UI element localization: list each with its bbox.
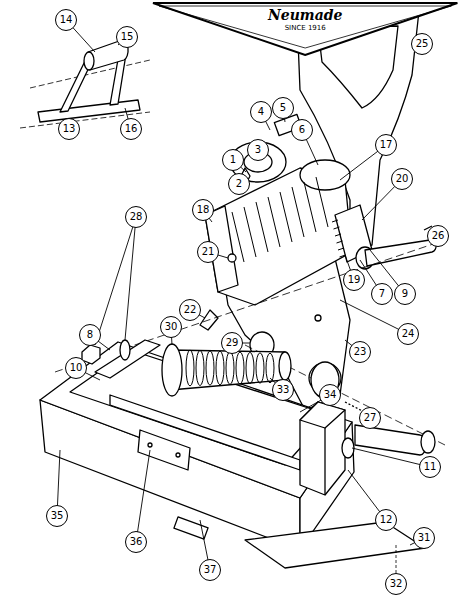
- callout-number: 18: [192, 199, 214, 221]
- cutter-head: [205, 114, 372, 305]
- inset-frame: [20, 40, 150, 128]
- callout-number: 20: [391, 168, 413, 190]
- callout-number: 2: [228, 173, 250, 195]
- right-block: [300, 362, 354, 495]
- callout-number: 36: [125, 531, 147, 553]
- shaft: [82, 340, 291, 396]
- callout-number: 31: [413, 527, 435, 549]
- pin: [345, 402, 435, 455]
- callout-number: 1: [222, 149, 244, 171]
- callout-number: 8: [79, 324, 101, 346]
- callout-number: 26: [427, 225, 449, 247]
- callout-number: 13: [58, 118, 80, 140]
- callout-number: 19: [343, 269, 365, 291]
- callout-number: 9: [394, 283, 416, 305]
- callout-number: 32: [385, 573, 407, 595]
- brand-name: Neumade: [152, 7, 458, 23]
- callout-number: 14: [55, 9, 77, 31]
- callout-number: 7: [371, 283, 393, 305]
- callout-number: 10: [65, 357, 87, 379]
- base: [40, 340, 354, 550]
- callout-number: 4: [250, 101, 272, 123]
- callout-number: 29: [221, 332, 243, 354]
- callout-number: 30: [160, 316, 182, 338]
- callout-number: 27: [359, 407, 381, 429]
- callout-number: 15: [116, 26, 138, 48]
- callout-number: 23: [349, 341, 371, 363]
- callout-number: 11: [419, 456, 441, 478]
- callout-number: 37: [199, 559, 221, 581]
- callout-number: 33: [272, 379, 294, 401]
- callout-number: 21: [197, 241, 219, 263]
- brand-tagline: SINCE 1916: [152, 24, 458, 32]
- callout-number: 22: [179, 299, 201, 321]
- callout-number: 34: [319, 384, 341, 406]
- callout-number: 3: [247, 139, 269, 161]
- callout-number: 5: [272, 97, 294, 119]
- callout-number: 28: [125, 206, 147, 228]
- callout-number: 12: [375, 509, 397, 531]
- callout-number: 25: [411, 33, 433, 55]
- callout-number: 35: [46, 505, 68, 527]
- callout-number: 16: [120, 118, 142, 140]
- callout-number: 17: [375, 134, 397, 156]
- leader-lines: [57, 20, 438, 584]
- callout-number: 6: [291, 119, 313, 141]
- callout-number: 24: [397, 323, 419, 345]
